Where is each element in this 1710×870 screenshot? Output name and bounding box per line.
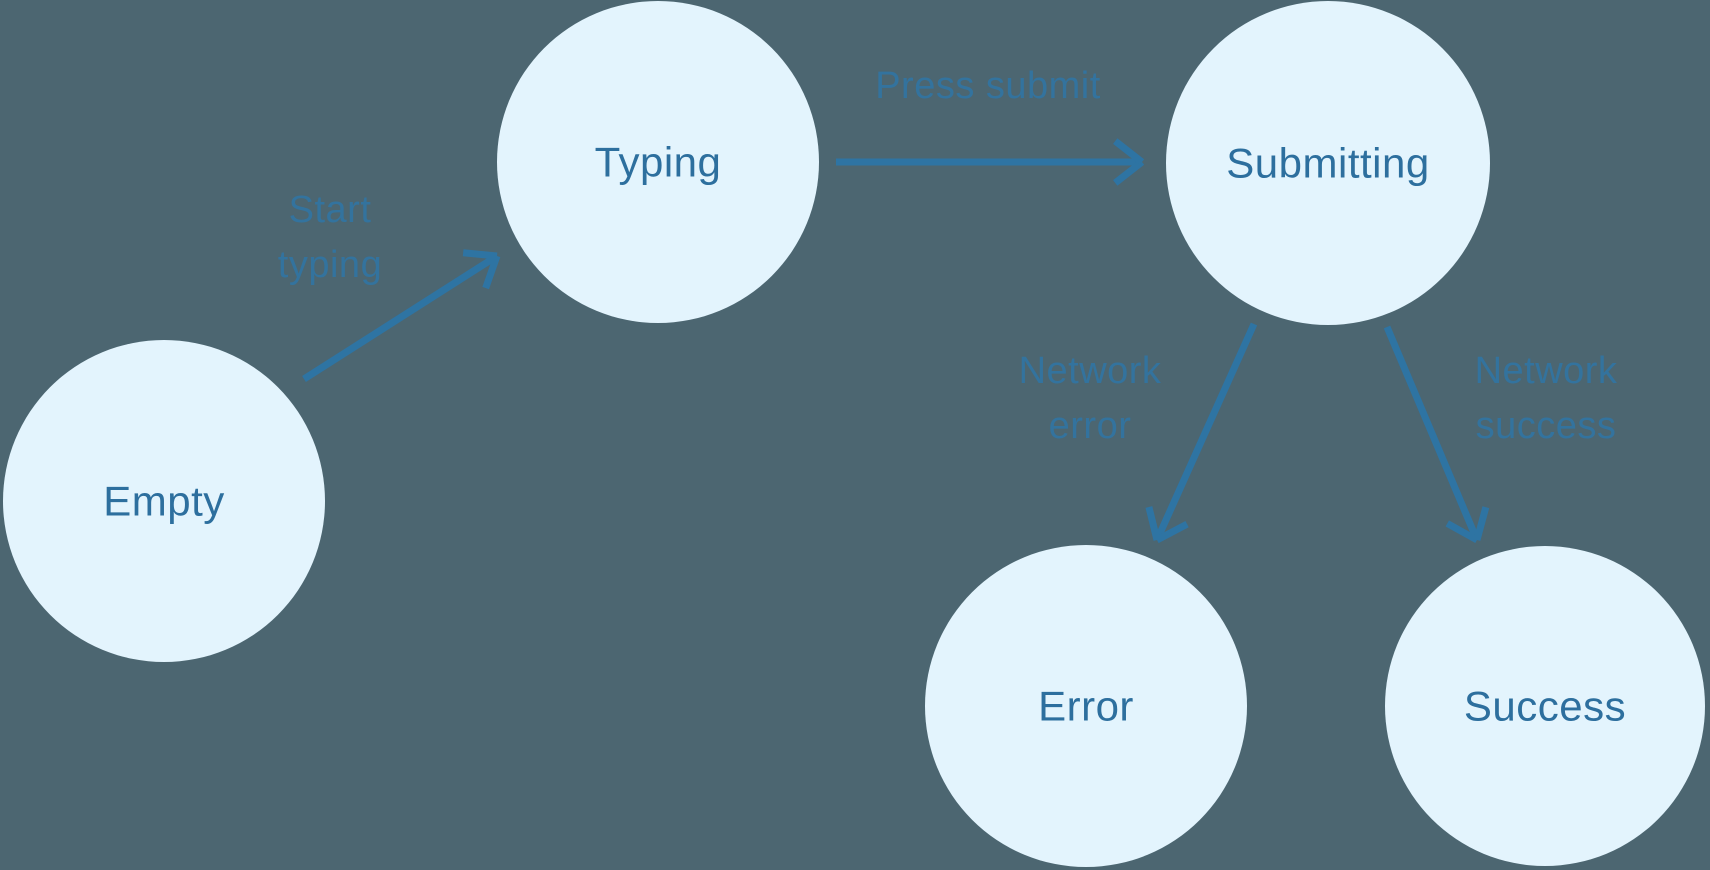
transition-start-typing-arrowhead-barb	[482, 254, 501, 290]
transition-network-success-label-line: Network	[1475, 350, 1618, 392]
transition-start-typing-label-line: Start	[289, 189, 372, 231]
state-node-success: Success	[1385, 546, 1705, 866]
transition-press-submit-label-line: Press submit	[875, 65, 1101, 107]
transition-network-error-label-line: Network	[1019, 350, 1162, 392]
state-node-typing-circle	[497, 1, 819, 323]
state-node-success-label: Success	[1464, 683, 1626, 730]
state-node-submitting-circle	[1166, 1, 1490, 325]
transition-start-typing-label: Start typing	[278, 189, 382, 286]
state-node-error-label: Error	[1038, 683, 1134, 730]
state-node-submitting-label: Submitting	[1226, 140, 1429, 187]
transition-network-error-label: Network error	[1019, 350, 1162, 447]
transition-network-success-arrowhead-barb	[1445, 520, 1479, 544]
transition-press-submit-arrowhead-barb	[1113, 138, 1145, 165]
transition-network-error-arrow-shaft	[1153, 322, 1258, 542]
state-node-error-circle	[925, 545, 1247, 867]
transition-network-error-arrowhead-barb	[1155, 521, 1189, 544]
state-node-submitting: Submitting	[1166, 1, 1490, 325]
state-node-empty-circle	[3, 340, 325, 662]
transition-network-error: Network error	[1019, 322, 1258, 544]
transition-start-typing: Start typing	[278, 189, 501, 382]
transition-network-success-arrow-shaft	[1383, 325, 1481, 542]
transition-network-error-arrowhead-barb	[1145, 506, 1161, 541]
state-node-typing: Typing	[497, 1, 819, 323]
state-node-empty: Empty	[3, 340, 325, 662]
transition-network-success-arrowhead-barb	[1473, 506, 1490, 541]
transition-network-success-label: Network success	[1475, 350, 1618, 447]
transition-network-error-label-line: error	[1049, 405, 1132, 447]
transition-start-typing-arrowhead-barb	[462, 249, 498, 260]
transition-start-typing-arrow-shaft	[302, 253, 499, 382]
transition-network-success: Network success	[1383, 325, 1618, 544]
state-node-empty-label: Empty	[103, 478, 225, 525]
transition-press-submit-label: Press submit	[875, 65, 1101, 107]
state-node-error: Error	[925, 545, 1247, 867]
transition-network-success-label-line: success	[1476, 405, 1617, 447]
state-node-typing-label: Typing	[595, 139, 722, 186]
transition-press-submit-arrowhead-barb	[1113, 159, 1145, 186]
transition-start-typing-label-line: typing	[278, 244, 382, 286]
transition-press-submit: Press submit	[836, 65, 1145, 186]
state-node-success-circle	[1385, 546, 1705, 866]
